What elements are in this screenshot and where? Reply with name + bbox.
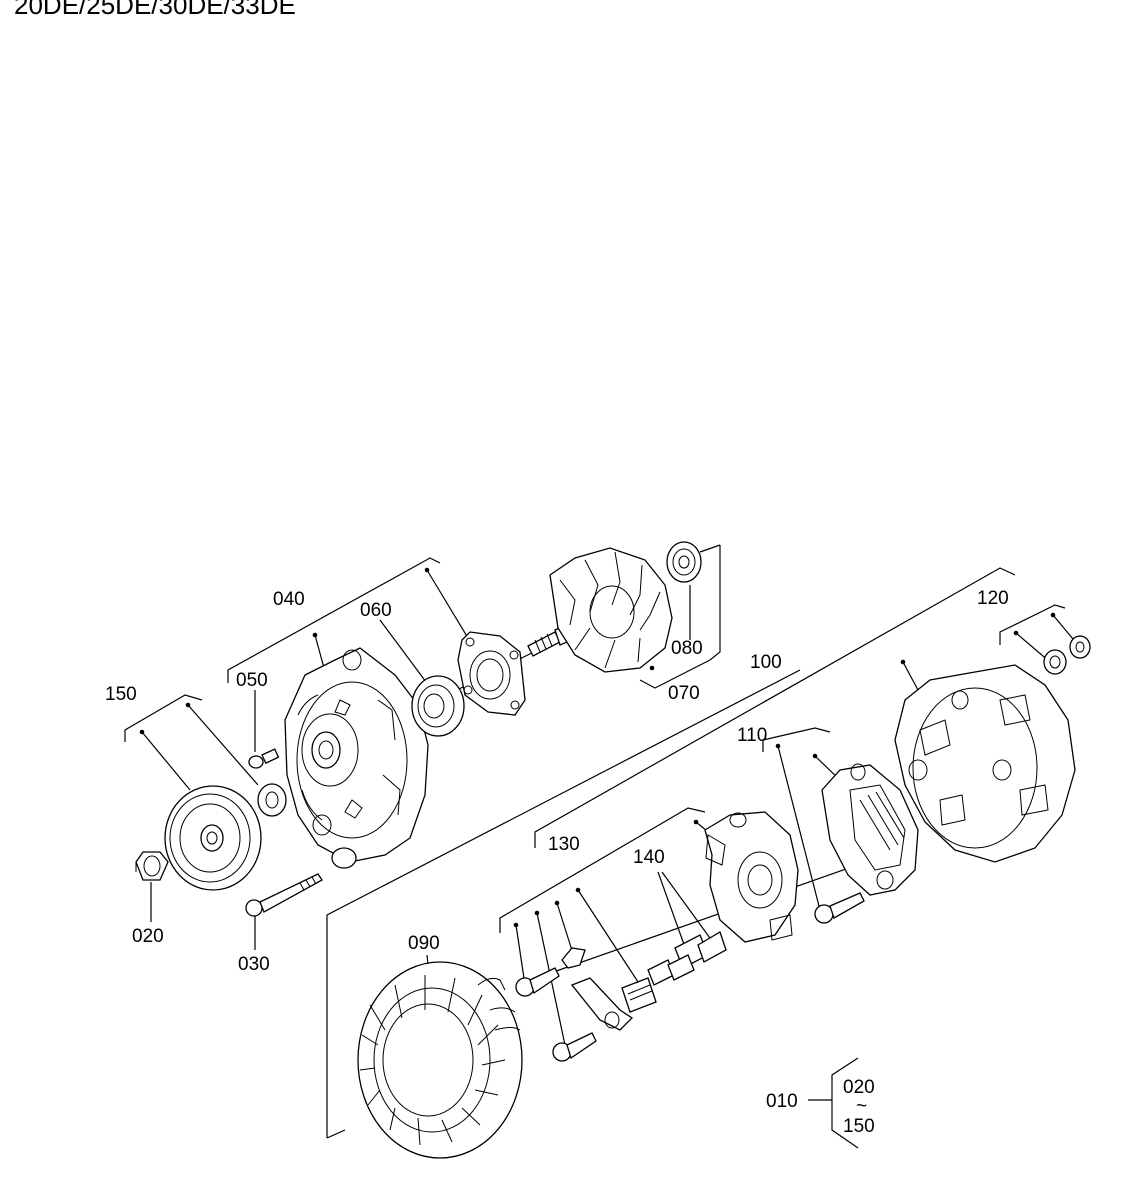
callout-070: 070 [668, 683, 700, 704]
rectifier-part [821, 763, 919, 896]
nut-part-120 [1043, 635, 1091, 675]
pulley-part [164, 785, 262, 891]
bearing-part-080 [666, 541, 702, 583]
screw-part-130 [515, 967, 597, 1062]
callout-110: 110 [737, 725, 767, 746]
callout-050: 050 [236, 670, 268, 691]
callout-labels: 150 020 030 050 040 060 080 070 100 120 … [105, 588, 1009, 975]
callout-040: 040 [273, 589, 305, 610]
retainer-plate-part [457, 631, 526, 716]
screw-part-110 [814, 892, 865, 924]
screw-part-050 [248, 748, 280, 769]
through-bolt-part [245, 873, 323, 917]
spacer-part [257, 783, 287, 817]
callout-140: 140 [633, 847, 665, 868]
callout-100: 100 [750, 652, 782, 673]
rotor-part [527, 547, 673, 673]
assembly-range-end: 150 [843, 1116, 875, 1137]
callout-020: 020 [132, 926, 164, 947]
callout-080: 080 [671, 638, 703, 659]
callout-030: 030 [238, 954, 270, 975]
nut-part [135, 851, 169, 881]
callout-090: 090 [408, 933, 440, 954]
callout-130: 130 [548, 834, 580, 855]
assembly-parent-label: 010 [766, 1091, 798, 1112]
callout-060: 060 [360, 600, 392, 621]
leader-dots [139, 567, 1056, 928]
bearing-part-060 [411, 675, 465, 737]
assembly-note: 010 020 ~ 150 [766, 1077, 875, 1137]
callout-150: 150 [105, 684, 137, 705]
callout-120: 120 [977, 588, 1009, 609]
terminal-part [561, 947, 657, 1031]
regulator-part [704, 811, 799, 943]
assembly-range-tilde: ~ [856, 1096, 867, 1117]
leader-lines [124, 544, 1079, 1149]
assembly-range-start: 020 [843, 1077, 875, 1098]
rear-housing-part [894, 664, 1076, 863]
front-housing-part [284, 647, 429, 869]
brush-part [647, 931, 727, 986]
page-title: 20DE/25DE/30DE/33DE [14, 0, 296, 20]
stator-part [357, 961, 523, 1159]
